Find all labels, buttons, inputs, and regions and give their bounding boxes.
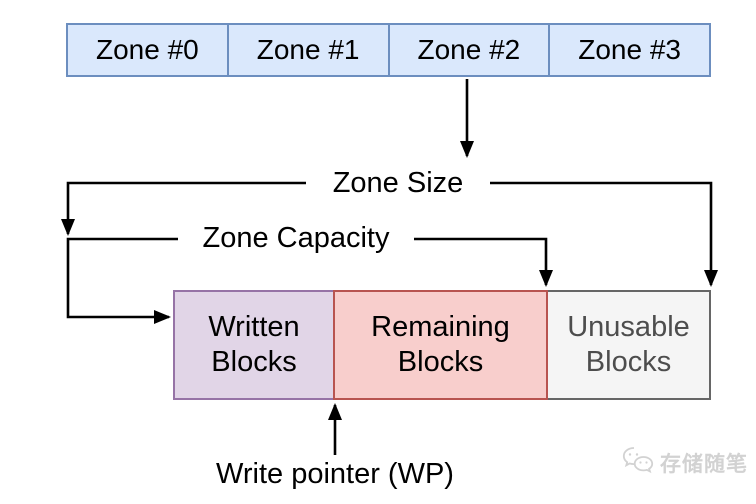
zone-cell-0: Zone #0 <box>96 34 199 65</box>
watermark: 存储随笔 <box>622 442 748 484</box>
zone-size-label: Zone Size <box>312 167 484 200</box>
zone-cell-3: Zone #3 <box>548 25 709 75</box>
write-pointer-label: Write pointer (WP) <box>216 458 454 490</box>
zone-cell-2: Zone #2 <box>387 25 549 75</box>
arrow-zone-size-right <box>490 181 718 287</box>
zone-row: Zone #0 Zone #1 Zone #2 Zone #3 <box>66 23 711 77</box>
unusable-blocks-box: Unusable Blocks <box>546 290 711 400</box>
chat-bubbles-icon <box>622 446 654 480</box>
written-blocks-box: Written Blocks <box>173 290 335 400</box>
arrow-zone-capacity-left <box>66 237 178 324</box>
remaining-blocks-box: Remaining Blocks <box>333 290 548 400</box>
zone-capacity-label: Zone Capacity <box>180 222 412 255</box>
arrow-zone-capacity-right <box>414 237 553 287</box>
watermark-text: 存储随笔 <box>660 453 748 476</box>
zone-cell-1: Zone #1 <box>226 25 388 75</box>
